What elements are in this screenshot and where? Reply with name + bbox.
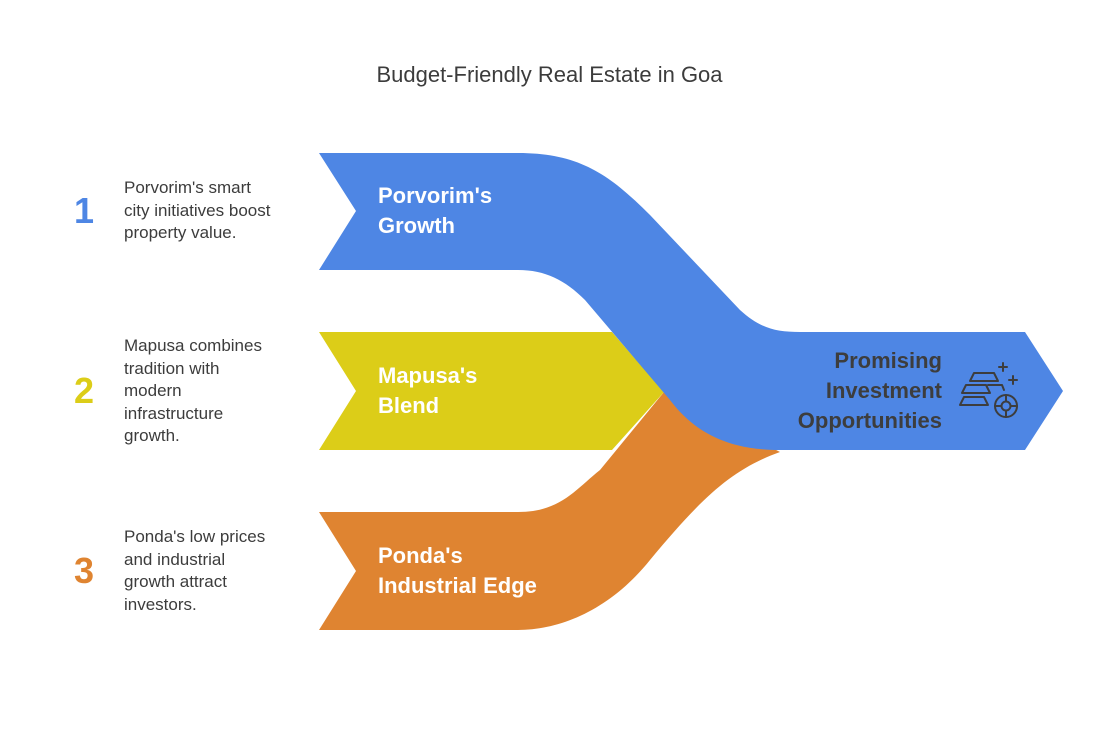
description-line: tradition with	[124, 358, 220, 378]
target-label: Promising Investment Opportunities	[742, 346, 942, 436]
description-line: and industrial	[124, 549, 226, 569]
description-line: property value.	[124, 223, 237, 242]
description-line: Porvorim's smart	[124, 178, 251, 197]
band-label-ponda: Ponda's Industrial Edge	[378, 541, 618, 601]
band-label-line: Growth	[378, 213, 455, 238]
description-line: infrastructure	[124, 403, 224, 423]
step-number-1: 1	[73, 190, 95, 231]
page-title: Budget-Friendly Real Estate in Goa	[376, 62, 723, 87]
description-line: growth.	[124, 426, 180, 445]
band-porvorim	[319, 153, 1063, 450]
band-label-line: Blend	[378, 393, 440, 418]
gold-bars-coin-icon	[959, 362, 1018, 418]
target-label-line: Opportunities	[797, 408, 942, 433]
step-number-2: 2	[73, 370, 95, 411]
description-line: growth attract	[124, 572, 227, 591]
band-label-mapusa: Mapusa's Blend	[378, 361, 618, 421]
description-line: city initiatives boost	[124, 200, 271, 220]
target-label-line: Investment	[825, 378, 942, 403]
band-label-line: Ponda's	[378, 543, 463, 568]
band-label-line: Mapusa's	[378, 363, 478, 388]
description-line: Ponda's low prices	[124, 527, 266, 546]
step-number-3: 3	[73, 550, 95, 591]
band-label-line: Porvorim's	[378, 183, 493, 208]
band-mapusa	[319, 332, 664, 450]
target-label-line: Promising	[834, 348, 942, 373]
description-line: investors.	[124, 594, 197, 614]
description-line: modern	[124, 381, 182, 400]
band-ponda	[319, 392, 780, 630]
description-line: Mapusa combines	[124, 336, 262, 355]
band-label-porvorim: Porvorim's Growth	[378, 181, 618, 241]
step-description-1: Porvorim's smart city initiatives boost …	[124, 177, 304, 245]
step-description-2: Mapusa combines tradition with modern in…	[124, 335, 304, 448]
band-label-line: Industrial Edge	[378, 573, 537, 598]
step-description-3: Ponda's low prices and industrial growth…	[124, 526, 304, 616]
